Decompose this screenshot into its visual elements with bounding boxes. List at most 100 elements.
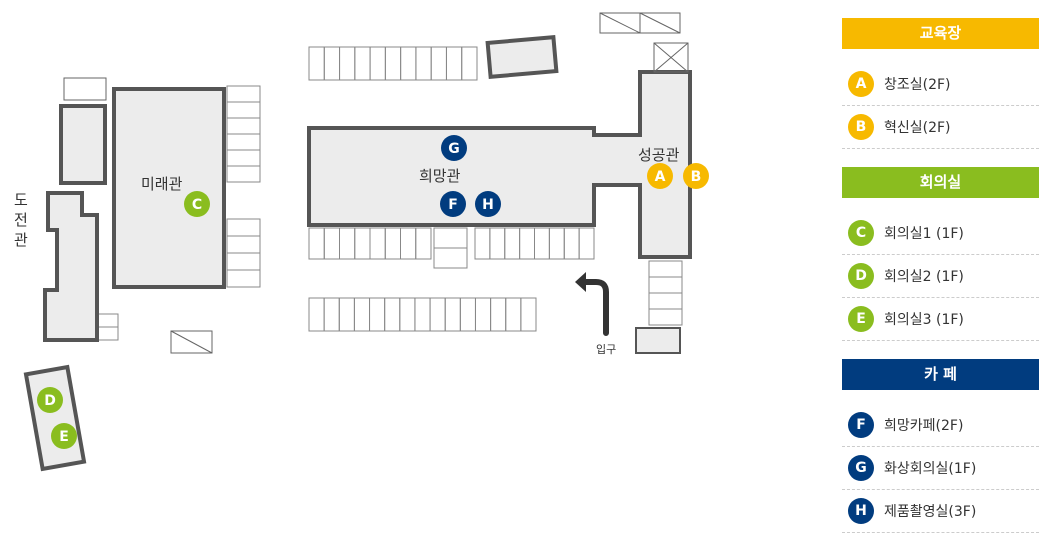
parking-space	[353, 297, 371, 332]
parking-space	[433, 247, 468, 269]
legend-label: 희망카페(2F)	[884, 418, 964, 434]
parking-space	[339, 46, 356, 81]
legend-item[interactable]: D 회의실2 (1F)	[842, 255, 1039, 298]
marker-h[interactable]: H	[475, 191, 501, 217]
building-mirae[interactable]	[112, 87, 226, 289]
parking-space	[399, 297, 416, 332]
parking-space	[489, 227, 506, 260]
parking-space	[400, 46, 417, 81]
legend-badge: C	[848, 220, 874, 246]
building-small	[59, 104, 107, 185]
svg-text:E: E	[59, 429, 69, 445]
legend-label: 회의실3 (1F)	[884, 312, 964, 328]
svg-text:B: B	[691, 169, 702, 185]
marker-d[interactable]: D	[37, 387, 63, 413]
building-meeting-de[interactable]	[23, 364, 87, 472]
parking-space	[490, 297, 507, 332]
legend-label: 제품촬영실(3F)	[884, 504, 977, 520]
marker-c[interactable]: C	[184, 191, 210, 217]
entrance-arrow-icon	[579, 279, 609, 336]
svg-text:C: C	[192, 197, 202, 213]
arrow-head-icon	[575, 272, 586, 292]
label-dojeon: 도전관	[14, 191, 28, 249]
parking-space	[369, 297, 386, 332]
parking-space	[323, 227, 340, 260]
label-entrance: 입구	[596, 343, 617, 356]
parking-space	[505, 297, 522, 332]
marker-a[interactable]: A	[647, 163, 673, 189]
parking-space	[96, 326, 119, 341]
parking-space	[369, 46, 386, 81]
legend-header: 카 페	[842, 359, 1039, 390]
parking-space	[338, 297, 355, 332]
svg-text:F: F	[448, 197, 458, 213]
marker-f[interactable]: F	[440, 191, 466, 217]
legend-label: 회의실2 (1F)	[884, 269, 964, 285]
legend-label: 혁신실(2F)	[884, 120, 951, 136]
legend-badge: B	[848, 114, 874, 140]
parking-space	[648, 260, 683, 278]
parking-space	[226, 133, 261, 151]
svg-text:A: A	[655, 169, 666, 185]
parking-space	[444, 297, 461, 332]
parking-space	[308, 297, 325, 332]
parking-space	[563, 227, 580, 260]
parking-space	[226, 218, 261, 237]
markers: A B C D E F G H	[37, 135, 709, 449]
parking-space	[384, 297, 401, 332]
parking-space	[339, 227, 356, 260]
parking-space	[384, 227, 401, 260]
building-dojeon[interactable]	[43, 191, 99, 342]
legend-item[interactable]: B 혁신실(2F)	[842, 106, 1039, 149]
marker-b[interactable]: B	[683, 163, 709, 189]
parking-space	[578, 227, 595, 260]
parking-space	[648, 276, 683, 294]
legend-item[interactable]: H 제품촬영실(3F)	[842, 490, 1039, 533]
parking-space	[308, 227, 325, 260]
parking-space	[474, 297, 492, 332]
crossed-boxes	[63, 12, 689, 354]
parking-space	[226, 269, 261, 288]
legend-label: 회의실1 (1F)	[884, 226, 964, 242]
building-annex	[485, 35, 559, 79]
label-mirae: 미래관	[141, 175, 183, 193]
parking-space	[323, 46, 341, 81]
buildings	[23, 35, 692, 472]
svg-text:G: G	[448, 141, 460, 157]
parking-space	[414, 297, 431, 332]
legend-badge: D	[848, 263, 874, 289]
legend-item[interactable]: C 회의실1 (1F)	[842, 212, 1039, 255]
legend-badge: A	[848, 71, 874, 97]
parking-space	[226, 85, 261, 103]
parking-space	[226, 101, 261, 119]
parking-space	[474, 227, 491, 260]
parking-space	[354, 227, 371, 260]
legend-item[interactable]: A 창조실(2F)	[842, 63, 1039, 106]
parking-space	[308, 46, 325, 81]
parking-space	[433, 227, 468, 249]
parking-space	[519, 227, 535, 260]
parking-space	[648, 292, 683, 310]
parking-lots	[96, 46, 683, 341]
parking-space	[226, 117, 261, 135]
parking-space	[96, 313, 119, 328]
parking-space	[400, 227, 417, 260]
legend-header: 교육장	[842, 18, 1039, 49]
building-huimang-seonggong[interactable]	[307, 70, 692, 259]
parking-space	[461, 46, 478, 81]
legend-badge: H	[848, 498, 874, 524]
parking-space	[429, 297, 446, 332]
legend-label: 화상회의실(1F)	[884, 461, 977, 477]
marker-g[interactable]: G	[441, 135, 467, 161]
campus-map: A B C D E F G H	[23, 12, 709, 472]
svg-text:D: D	[44, 393, 56, 409]
parking-space	[415, 227, 432, 260]
marker-e[interactable]: E	[51, 423, 77, 449]
parking-space	[430, 46, 447, 81]
legend-label: 창조실(2F)	[884, 77, 951, 93]
parking-space	[354, 46, 371, 81]
